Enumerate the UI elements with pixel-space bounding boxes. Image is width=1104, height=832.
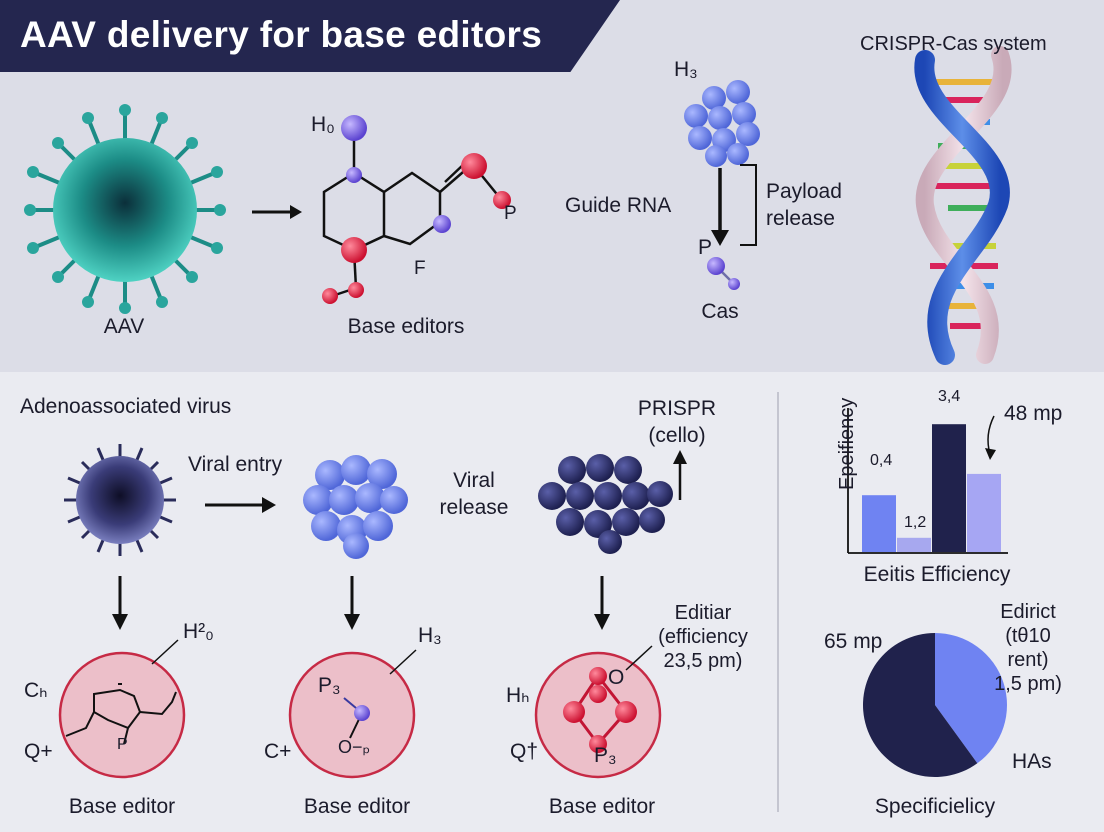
bar-1 (862, 495, 896, 552)
editor-3-q: Q† (510, 740, 539, 763)
editor-3-h: Hₕ (506, 684, 530, 707)
arrow-right-icon (205, 497, 276, 513)
release-cluster-icon (538, 454, 673, 554)
base-editor-circle-1 (58, 639, 186, 779)
bar-data-label: 3,4 (938, 388, 961, 405)
arrow-down-icon (112, 576, 128, 630)
atom-icon (341, 237, 367, 263)
viral-release-label: Viral release (439, 469, 509, 519)
pie-slice-0 (935, 633, 1007, 764)
editor-3-note: Editiar (efficiency 23,5 pm) (658, 602, 748, 672)
atom-icon (493, 191, 511, 209)
annotation-arrow-icon (987, 415, 995, 455)
cas-label: Cas (701, 300, 739, 323)
bar-chart-annotation: 48 mp (1004, 402, 1063, 425)
editor-3-p: P₃ (594, 744, 617, 767)
specificity-pie-chart (863, 633, 1007, 778)
editor-2-o: O−ₚ (338, 737, 371, 757)
editor-1-p: P (117, 736, 128, 753)
editor-3-o: O (608, 666, 625, 689)
arrow-down-icon (711, 168, 729, 246)
efficiency-bar-chart (847, 408, 1008, 554)
bar-chart-xlabel: Eeitis Efficiency (863, 563, 1011, 586)
bar-3 (932, 424, 966, 552)
molecule-p-label: P (504, 203, 517, 224)
atom-icon (433, 215, 451, 233)
arrow-down-icon (344, 576, 360, 630)
aav-label: AAV (103, 315, 145, 338)
adeno-virus-icon (64, 444, 176, 556)
page-title: AAV delivery for base editors (20, 14, 543, 55)
editor-2-c: C+ (264, 740, 292, 763)
molecule-f-label: F (414, 258, 426, 279)
atom-icon (348, 282, 364, 298)
bar-4 (967, 473, 1001, 552)
molecule-h-label: H₀ (311, 113, 335, 136)
editor-3-label: Base editor (548, 795, 656, 818)
section-label: Adenoassociated virus (20, 395, 232, 418)
payload-cluster-icon (684, 80, 760, 167)
cluster-h-label: H₃ (674, 58, 698, 81)
editor-2-p: P₃ (318, 674, 341, 697)
prispr-label: PRISPR (cello) (637, 397, 717, 447)
aav-virus-icon (24, 104, 226, 314)
base-editor-circle-2 (288, 649, 417, 779)
cas-molecule-icon (707, 257, 740, 290)
arrow-up-icon (673, 450, 687, 500)
editor-1-c: Cₕ (24, 679, 48, 702)
pie-annotation: Edirict (tθ10 rent) 1,5 pm) (994, 601, 1062, 695)
capsid-cluster-icon (303, 455, 408, 559)
editor-2-h: H₃ (418, 624, 442, 647)
annotation-arrow-icon (985, 448, 996, 460)
bar-chart-ylabel: Epeifiency (836, 397, 858, 490)
pie-label-65mp: 65 mp (824, 630, 883, 653)
editor-2-label: Base editor (303, 795, 411, 818)
bar-data-label: 0,4 (870, 452, 893, 469)
editor-1-h: H²₀ (183, 620, 214, 643)
title-banner (0, 0, 620, 72)
base-editor-circle-3 (534, 645, 662, 779)
atom-icon (346, 167, 362, 183)
guide-rna-label: Guide RNA (565, 194, 672, 217)
atom-icon (341, 115, 367, 141)
cas-p-label: P (698, 236, 713, 259)
crispr-label: CRISPR-Cas system (860, 33, 1047, 55)
bracket-icon (740, 164, 757, 246)
arrow-down-icon (594, 576, 610, 630)
editor-1-label: Base editor (68, 795, 176, 818)
pie-slice-1 (863, 633, 978, 778)
bar-data-label: 1,2 (904, 514, 927, 531)
base-editors-label: Base editors (347, 315, 465, 338)
pie-label-has: HAs (1012, 750, 1052, 773)
pie-xlabel: Specificielicy (874, 795, 996, 818)
arrow-right-icon (252, 205, 302, 219)
payload-release-label: Payload release (766, 180, 842, 230)
atom-icon (461, 153, 487, 179)
section-divider (777, 392, 779, 812)
viral-entry-label: Viral entry (188, 453, 283, 476)
dna-helix-icon (914, 46, 1012, 365)
editor-1-q: Q+ (24, 740, 53, 763)
atom-icon (322, 288, 338, 304)
bar-2 (897, 537, 931, 552)
